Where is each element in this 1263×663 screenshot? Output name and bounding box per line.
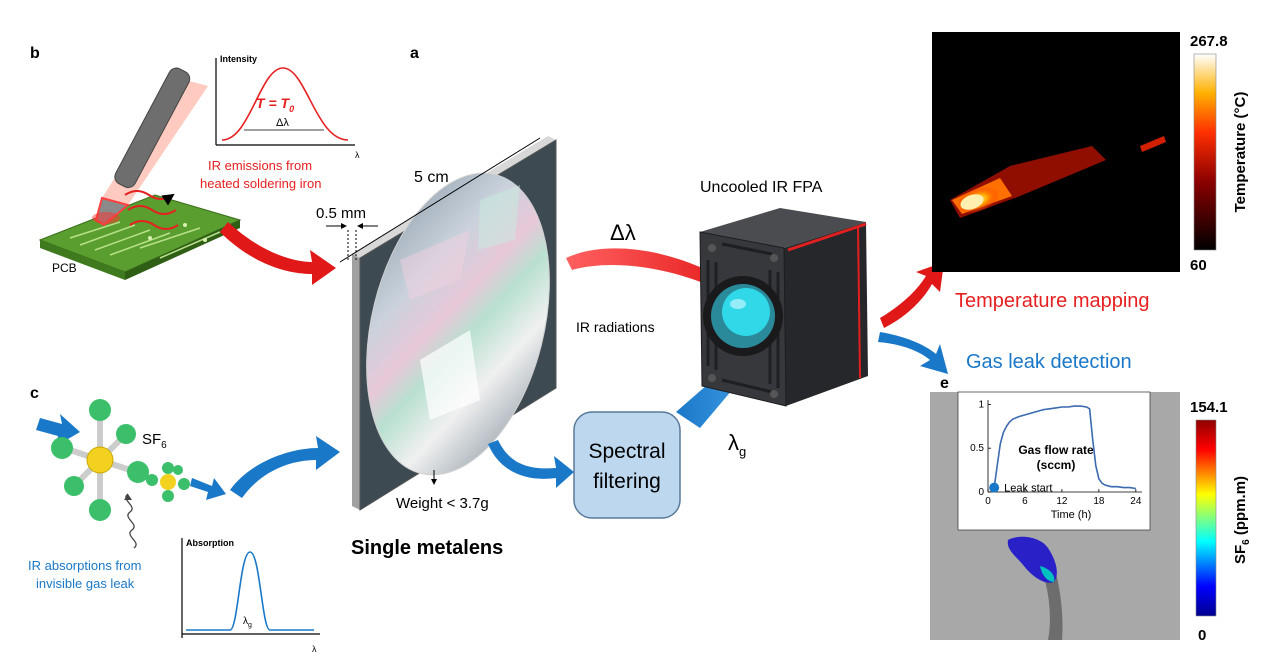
delta-lambda-beam — [566, 248, 764, 310]
inset-x-tick-label: 0 — [985, 496, 991, 507]
absorption-chart-xlabel: λ — [312, 644, 317, 654]
sf6-molecule-large — [51, 399, 149, 521]
inset-x-tick-label: 6 — [1022, 496, 1028, 507]
leak-start-marker — [989, 482, 1000, 493]
sf6-molecule-small — [146, 462, 190, 502]
ir-radiations-label: IR radiations — [576, 319, 655, 335]
delta-lambda-label: Δλ — [610, 220, 636, 245]
gas-flow-series-line — [990, 405, 1136, 491]
squiggle-arrowhead — [124, 494, 132, 500]
emission-to-lens-arrow — [220, 222, 336, 285]
gas-to-lens-arrow — [230, 436, 340, 498]
emission-formula: T = T0 — [256, 95, 294, 114]
thermal-image — [932, 32, 1180, 272]
emission-width-label: Δλ — [276, 117, 289, 129]
ir-camera — [699, 208, 868, 407]
to-temperature-arrow — [880, 262, 944, 328]
temperature-mapping-label: Temperature mapping — [955, 290, 1150, 312]
temperature-colorbar-max: 267.8 — [1190, 33, 1228, 50]
emission-caption-line2: heated soldering iron — [200, 176, 321, 191]
panel-label-e: e — [940, 375, 949, 392]
inset-y-tick-label: 1 — [978, 399, 984, 410]
absorption-caption-line2: invisible gas leak — [36, 576, 135, 591]
emission-spectrum-chart — [215, 58, 355, 146]
soldering-iron — [92, 67, 208, 227]
gas-flow-inset — [957, 391, 1151, 531]
emission-chart-xlabel: λ — [355, 150, 360, 160]
sf6-colorbar-min: 0 — [1198, 627, 1206, 644]
absorption-peak-label: λg — [243, 616, 252, 629]
lens-to-filter-arrow — [488, 440, 574, 488]
gas-plume — [1007, 536, 1057, 583]
sf6-colorbar — [1195, 419, 1217, 617]
sf6-label: SF6 — [142, 431, 167, 451]
sf6-colorbar-max: 154.1 — [1190, 399, 1228, 416]
temperature-colorbar-min: 60 — [1190, 257, 1207, 274]
ir-emission-waves — [124, 190, 179, 230]
sf6-colorbar-label: SF6 (ppm.m) — [1232, 476, 1252, 564]
to-gas-arrow — [878, 332, 948, 374]
inset-x-tick-label: 24 — [1130, 496, 1142, 507]
metalens-thickness-label: 0.5 mm — [316, 205, 366, 222]
spectral-filter-line2: filtering — [593, 470, 661, 493]
inset-x-tick-label: 18 — [1093, 496, 1105, 507]
pcb-label: PCB — [52, 261, 77, 275]
metalens-weight-label: Weight < 3.7g — [396, 495, 489, 512]
thermal-iron-hotspot — [950, 136, 1166, 218]
inset-title-line1: Gas flow rate — [1018, 443, 1094, 457]
absorption-spectrum-chart — [181, 538, 320, 638]
inset-x-tick-label: 12 — [1056, 496, 1068, 507]
metalens-title: Single metalens — [351, 537, 503, 559]
metalens-slab — [352, 136, 557, 511]
absorption-caption-line1: IR absorptions from — [28, 558, 141, 573]
inset-x-axis-label: Time (h) — [1051, 509, 1092, 521]
metalens-dimension-lines — [326, 137, 541, 485]
temperature-colorbar — [1193, 53, 1217, 251]
molecule-small-arrow — [190, 478, 226, 500]
panel-label-b: b — [30, 45, 40, 62]
ir-absorption-squiggle — [125, 493, 137, 549]
spectral-filter-line1: Spectral — [588, 440, 665, 463]
camera-label: Uncooled IR FPA — [700, 179, 823, 196]
inset-y-tick-label: 0 — [978, 487, 984, 498]
temperature-colorbar-label: Temperature (°C) — [1232, 92, 1249, 213]
leak-start-label: Leak start — [1004, 483, 1052, 495]
gas-inflow-arrow — [36, 414, 80, 446]
inset-y-tick-label: 0.5 — [970, 443, 984, 454]
absorption-chart-ylabel: Absorption — [186, 538, 234, 548]
lambda-g-label: λg — [728, 430, 746, 459]
emission-caption-line1: IR emissions from — [208, 158, 312, 173]
panel-label-a: a — [410, 45, 419, 62]
metalens-size-label: 5 cm — [414, 169, 449, 186]
gas-leak-detection-label: Gas leak detection — [966, 351, 1132, 373]
emission-chart-ylabel: Intensity — [220, 54, 257, 64]
panel-label-c: c — [30, 385, 39, 402]
pcb-board — [38, 194, 242, 280]
inset-title-line2: (sccm) — [1037, 458, 1076, 472]
gas-pipe-shadow — [1040, 566, 1063, 640]
spectral-filter-box — [573, 411, 681, 519]
